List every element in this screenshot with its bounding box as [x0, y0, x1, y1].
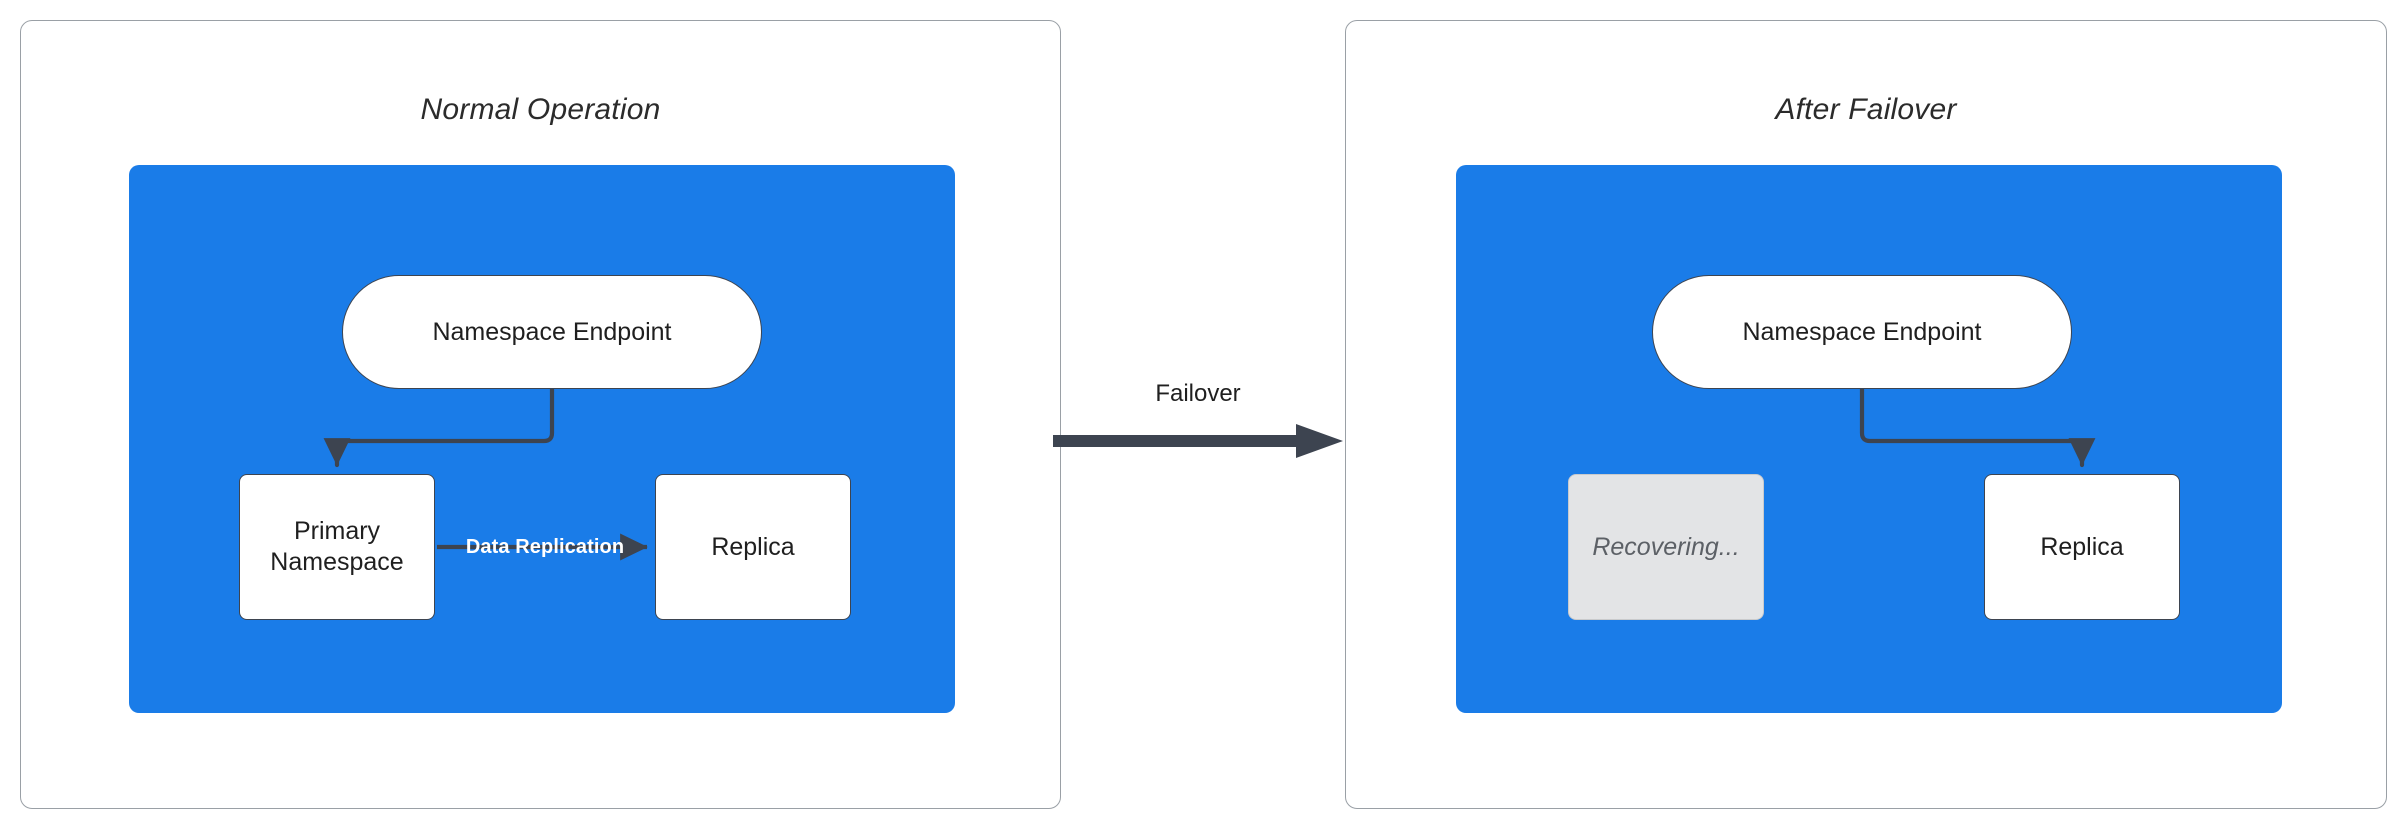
- edge-label-data-replication: Data Replication: [465, 536, 625, 558]
- panel-title-normal-operation: Normal Operation: [420, 93, 661, 126]
- node-label: Recovering...: [1592, 532, 1740, 561]
- node-recovering: Recovering...: [1568, 474, 1764, 620]
- failover-arrow-icon: [1053, 424, 1343, 458]
- node-label: Namespace Endpoint: [1742, 317, 1982, 346]
- node-label: Primary Namespace: [270, 516, 403, 578]
- node-replica-secondary[interactable]: Replica: [655, 474, 851, 620]
- node-replica-promoted[interactable]: Replica: [1984, 474, 2180, 620]
- panel-normal-operation: Normal Operation Namespace Endpo: [20, 20, 1061, 809]
- connectors-after-failover: [1859, 386, 2096, 468]
- node-label-line1: Primary: [293, 517, 381, 545]
- node-label: Replica: [2040, 532, 2124, 561]
- cluster-normal-operation: Namespace Endpoint Primary Namespace Rep…: [129, 165, 955, 713]
- node-namespace-endpoint-primary[interactable]: Namespace Endpoint: [342, 275, 762, 389]
- node-label: Namespace Endpoint: [432, 317, 672, 346]
- node-namespace-endpoint-failover[interactable]: Namespace Endpoint: [1652, 275, 2072, 389]
- panel-title-after-failover: After Failover: [1775, 93, 1957, 126]
- connectors-normal-operation: [323, 386, 648, 561]
- panel-after-failover: After Failover Namespace Endpoint Recove…: [1345, 20, 2387, 809]
- failover-label: Failover: [1155, 380, 1241, 407]
- node-label: Replica: [711, 532, 795, 561]
- cluster-after-failover: Namespace Endpoint Recovering... Replica: [1456, 165, 2282, 713]
- node-primary-namespace[interactable]: Primary Namespace: [239, 474, 435, 620]
- failover-transition: Failover: [1053, 380, 1353, 470]
- node-label-line2: Namespace: [270, 548, 404, 576]
